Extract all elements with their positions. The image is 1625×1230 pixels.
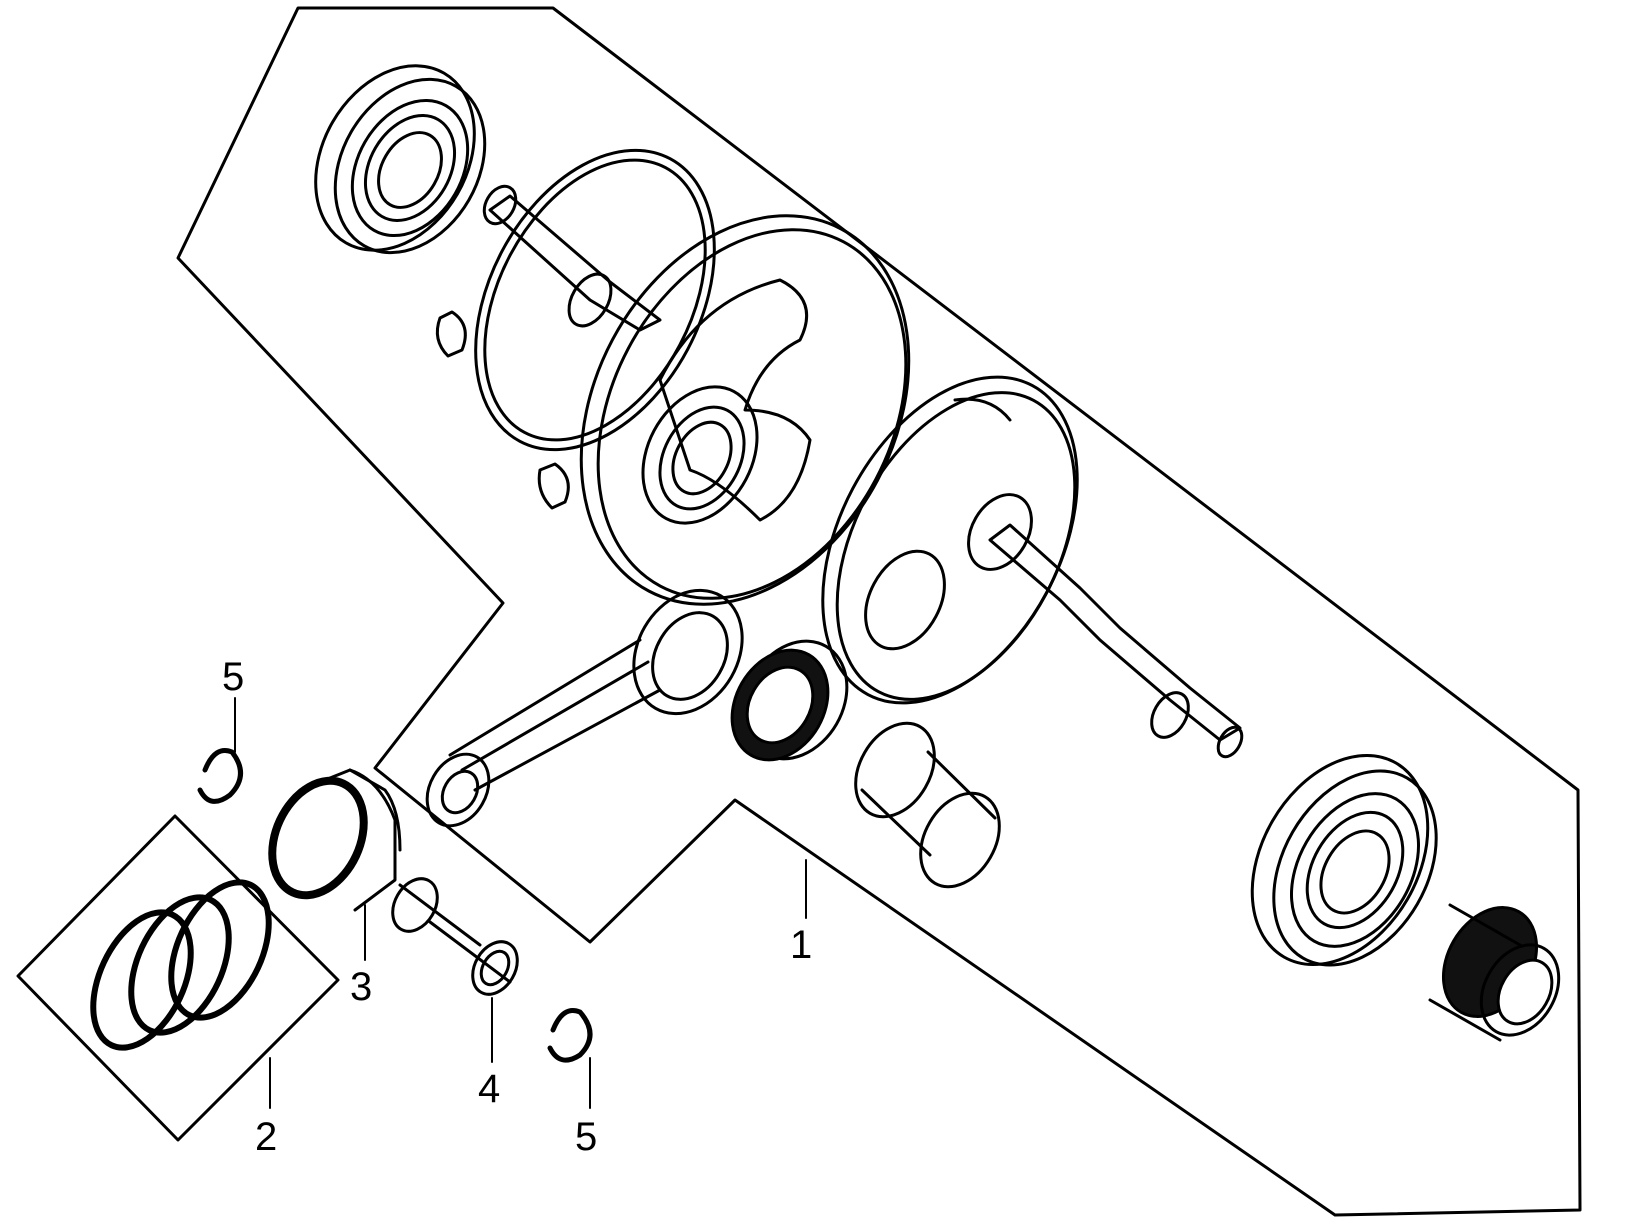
callout-4: 4	[478, 1067, 500, 1111]
connecting-rod	[425, 588, 744, 828]
crankpin-needle-bearing	[730, 639, 849, 762]
piston-pin-circlip-upper	[197, 748, 243, 804]
piston	[268, 768, 402, 912]
callout-2: 2	[255, 1115, 277, 1159]
woodruff-key-lower	[537, 462, 570, 510]
piston-rings	[90, 879, 272, 1051]
right-crankshaft-journal	[967, 493, 1244, 759]
woodruff-key-upper	[435, 310, 467, 358]
left-main-bearing	[314, 64, 487, 255]
left-crankshaft-journal	[482, 184, 662, 332]
callout-1: 1	[790, 923, 812, 967]
right-crank-web	[821, 375, 1079, 705]
left-crank-web	[474, 148, 716, 452]
crankshaft-assembly-boundary	[176, 6, 1582, 1217]
piston-rings-boundary	[16, 814, 340, 1142]
callout-5a: 5	[222, 655, 244, 699]
right-main-bearing	[1250, 753, 1438, 967]
crank-counterweight	[579, 214, 911, 606]
crankshaft-timing-gear	[1428, 903, 1561, 1042]
callout-5b: 5	[575, 1115, 597, 1159]
callout-3: 3	[350, 965, 372, 1009]
piston-pin-circlip-lower	[547, 1008, 593, 1063]
piston-pin	[391, 877, 519, 996]
crank-pin	[854, 721, 1001, 889]
